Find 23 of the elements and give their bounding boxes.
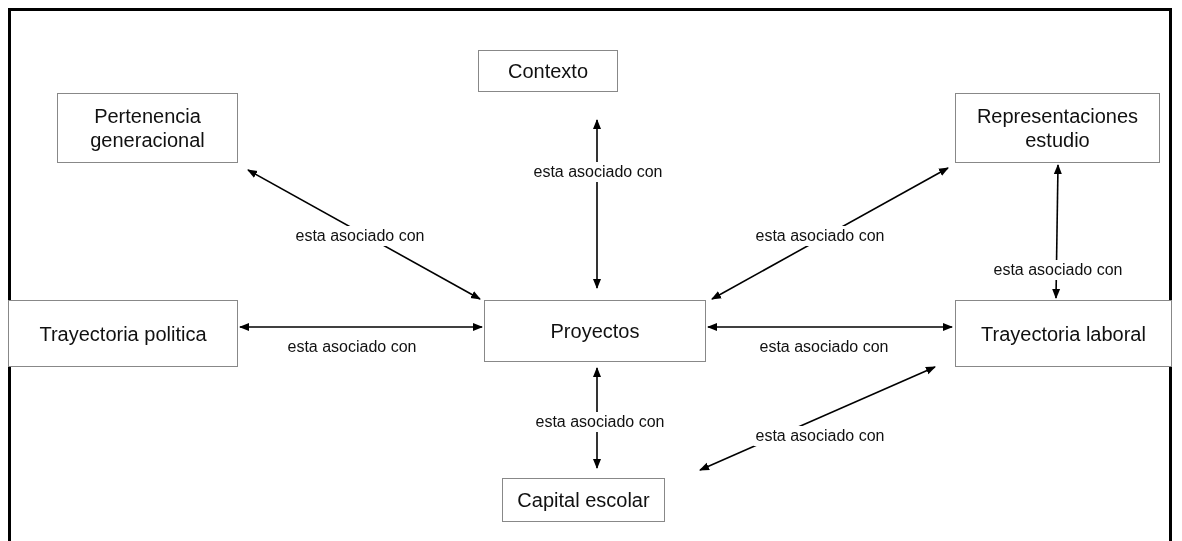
edge-label: esta asociado con [293, 226, 427, 246]
edge-label: esta asociado con [753, 426, 887, 446]
node-label: Trayectoria laboral [981, 321, 1146, 346]
concept-box [478, 50, 618, 92]
node-label: Capital escolar [517, 488, 650, 512]
concept-box [8, 300, 238, 367]
concept-box [57, 93, 238, 163]
edge-label: esta asociado con [533, 412, 667, 432]
concept-box [502, 478, 665, 522]
node-label: Trayectoria politica [39, 321, 207, 346]
node-label: Proyectos [550, 319, 640, 343]
node-label: Contexto [507, 59, 589, 83]
edge-label: esta asociado con [991, 260, 1125, 280]
double-arrow [707, 323, 953, 331]
edge-label: esta asociado con [531, 162, 665, 182]
double-arrow [239, 323, 483, 331]
concept-box [484, 300, 706, 362]
concept-box [955, 93, 1160, 163]
double-arrow [593, 119, 601, 289]
node-label: Pertenencia generacional [89, 104, 206, 152]
edge-label: esta asociado con [753, 226, 887, 246]
concept-box [955, 300, 1172, 367]
node-label: Representaciones estudio [975, 104, 1140, 152]
